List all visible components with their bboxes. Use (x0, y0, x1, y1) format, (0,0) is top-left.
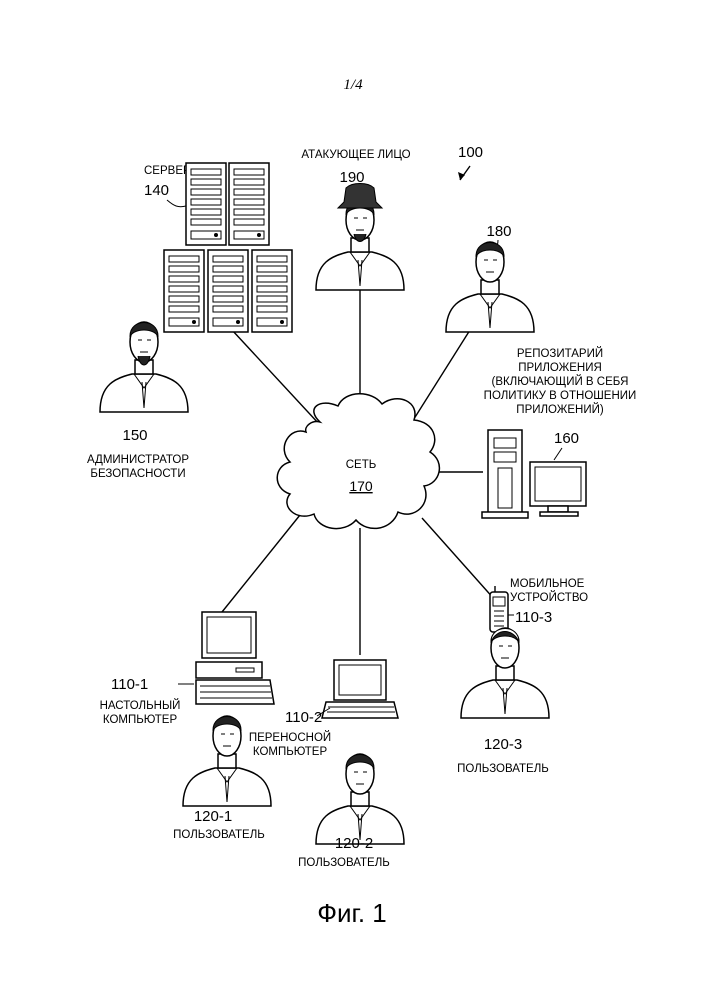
servers-leader (167, 200, 186, 207)
security-admin-label-line: БЕЗОПАСНОСТИ (90, 468, 185, 480)
user-3-ref: 120-3 (484, 736, 522, 753)
laptop-ref: 110-2 (285, 709, 322, 726)
security-admin-figure (100, 322, 188, 412)
server-unit (208, 250, 248, 332)
user-2-ref: 120-2 (335, 835, 373, 852)
desktop-ref: 110-1 (111, 676, 148, 693)
laptop-computer-icon (322, 660, 398, 718)
desktop-computer-icon (196, 612, 274, 704)
hat-icon (338, 184, 382, 209)
user-1-label: ПОЛЬЗОВАТЕЛЬ (173, 829, 265, 841)
attacker-label: АТАКУЮЩЕЕ ЛИЦО (301, 149, 410, 161)
repository-label-line: ПРИЛОЖЕНИЙ) (516, 403, 604, 416)
workstation-leader (554, 448, 562, 460)
servers-ref: 140 (144, 182, 169, 199)
attacker-figure (316, 184, 404, 291)
network-label: СЕТЬ (346, 459, 377, 471)
user-3-figure (461, 628, 549, 718)
repository-figure (446, 242, 534, 332)
user-1-ref: 120-1 (194, 808, 232, 825)
repository-label-line: РЕПОЗИТАРИЙ (517, 347, 603, 360)
mobile-ref: 110-3 (515, 609, 552, 626)
figure-ref-label: 100 (458, 144, 483, 161)
repository-label: РЕПОЗИТАРИЙ ПРИЛОЖЕНИЯ (ВКЛЮЧАЮЩИЙ В СЕБ… (484, 347, 637, 416)
user-2-label: ПОЛЬЗОВАТЕЛЬ (298, 857, 390, 869)
page-header: 1/4 (343, 77, 363, 93)
network-ref: 170 (349, 478, 373, 494)
link-desktop (222, 515, 300, 612)
link-mobile (422, 518, 495, 600)
server-rack (164, 163, 292, 332)
link-servers (232, 330, 320, 425)
desktop-label-line: КОМПЬЮТЕР (103, 714, 178, 726)
laptop-label-line: КОМПЬЮТЕР (253, 746, 328, 758)
user-2-figure (316, 754, 404, 844)
server-unit (229, 163, 269, 245)
server-unit (164, 250, 204, 332)
server-unit (252, 250, 292, 332)
user-3-label: ПОЛЬЗОВАТЕЛЬ (457, 763, 549, 775)
mobile-label-line: УСТРОЙСТВО (510, 591, 588, 604)
mobile-label-line: МОБИЛЬНОЕ (510, 578, 585, 590)
server-unit (186, 163, 226, 245)
security-admin-ref: 150 (122, 427, 147, 444)
workstation-ref: 160 (554, 430, 579, 447)
laptop-label-line: ПЕРЕНОСНОЙ (249, 731, 331, 744)
repository-label-line: (ВКЛЮЧАЮЩИЙ В СЕБЯ (491, 375, 628, 388)
repository-ref: 180 (486, 223, 511, 240)
link-repository (412, 330, 470, 422)
repository-label-line: ПРИЛОЖЕНИЯ (518, 362, 602, 374)
repository-label-line: ПОЛИТИКУ В ОТНОШЕНИИ (484, 390, 637, 402)
desktop-label-line: НАСТОЛЬНЫЙ (100, 699, 181, 712)
mobile-phone-icon (490, 586, 508, 632)
security-admin-label-line: АДМИНИСТРАТОР (87, 454, 189, 466)
user-1-figure (183, 716, 271, 806)
figure-caption: Фиг. 1 (317, 898, 387, 928)
